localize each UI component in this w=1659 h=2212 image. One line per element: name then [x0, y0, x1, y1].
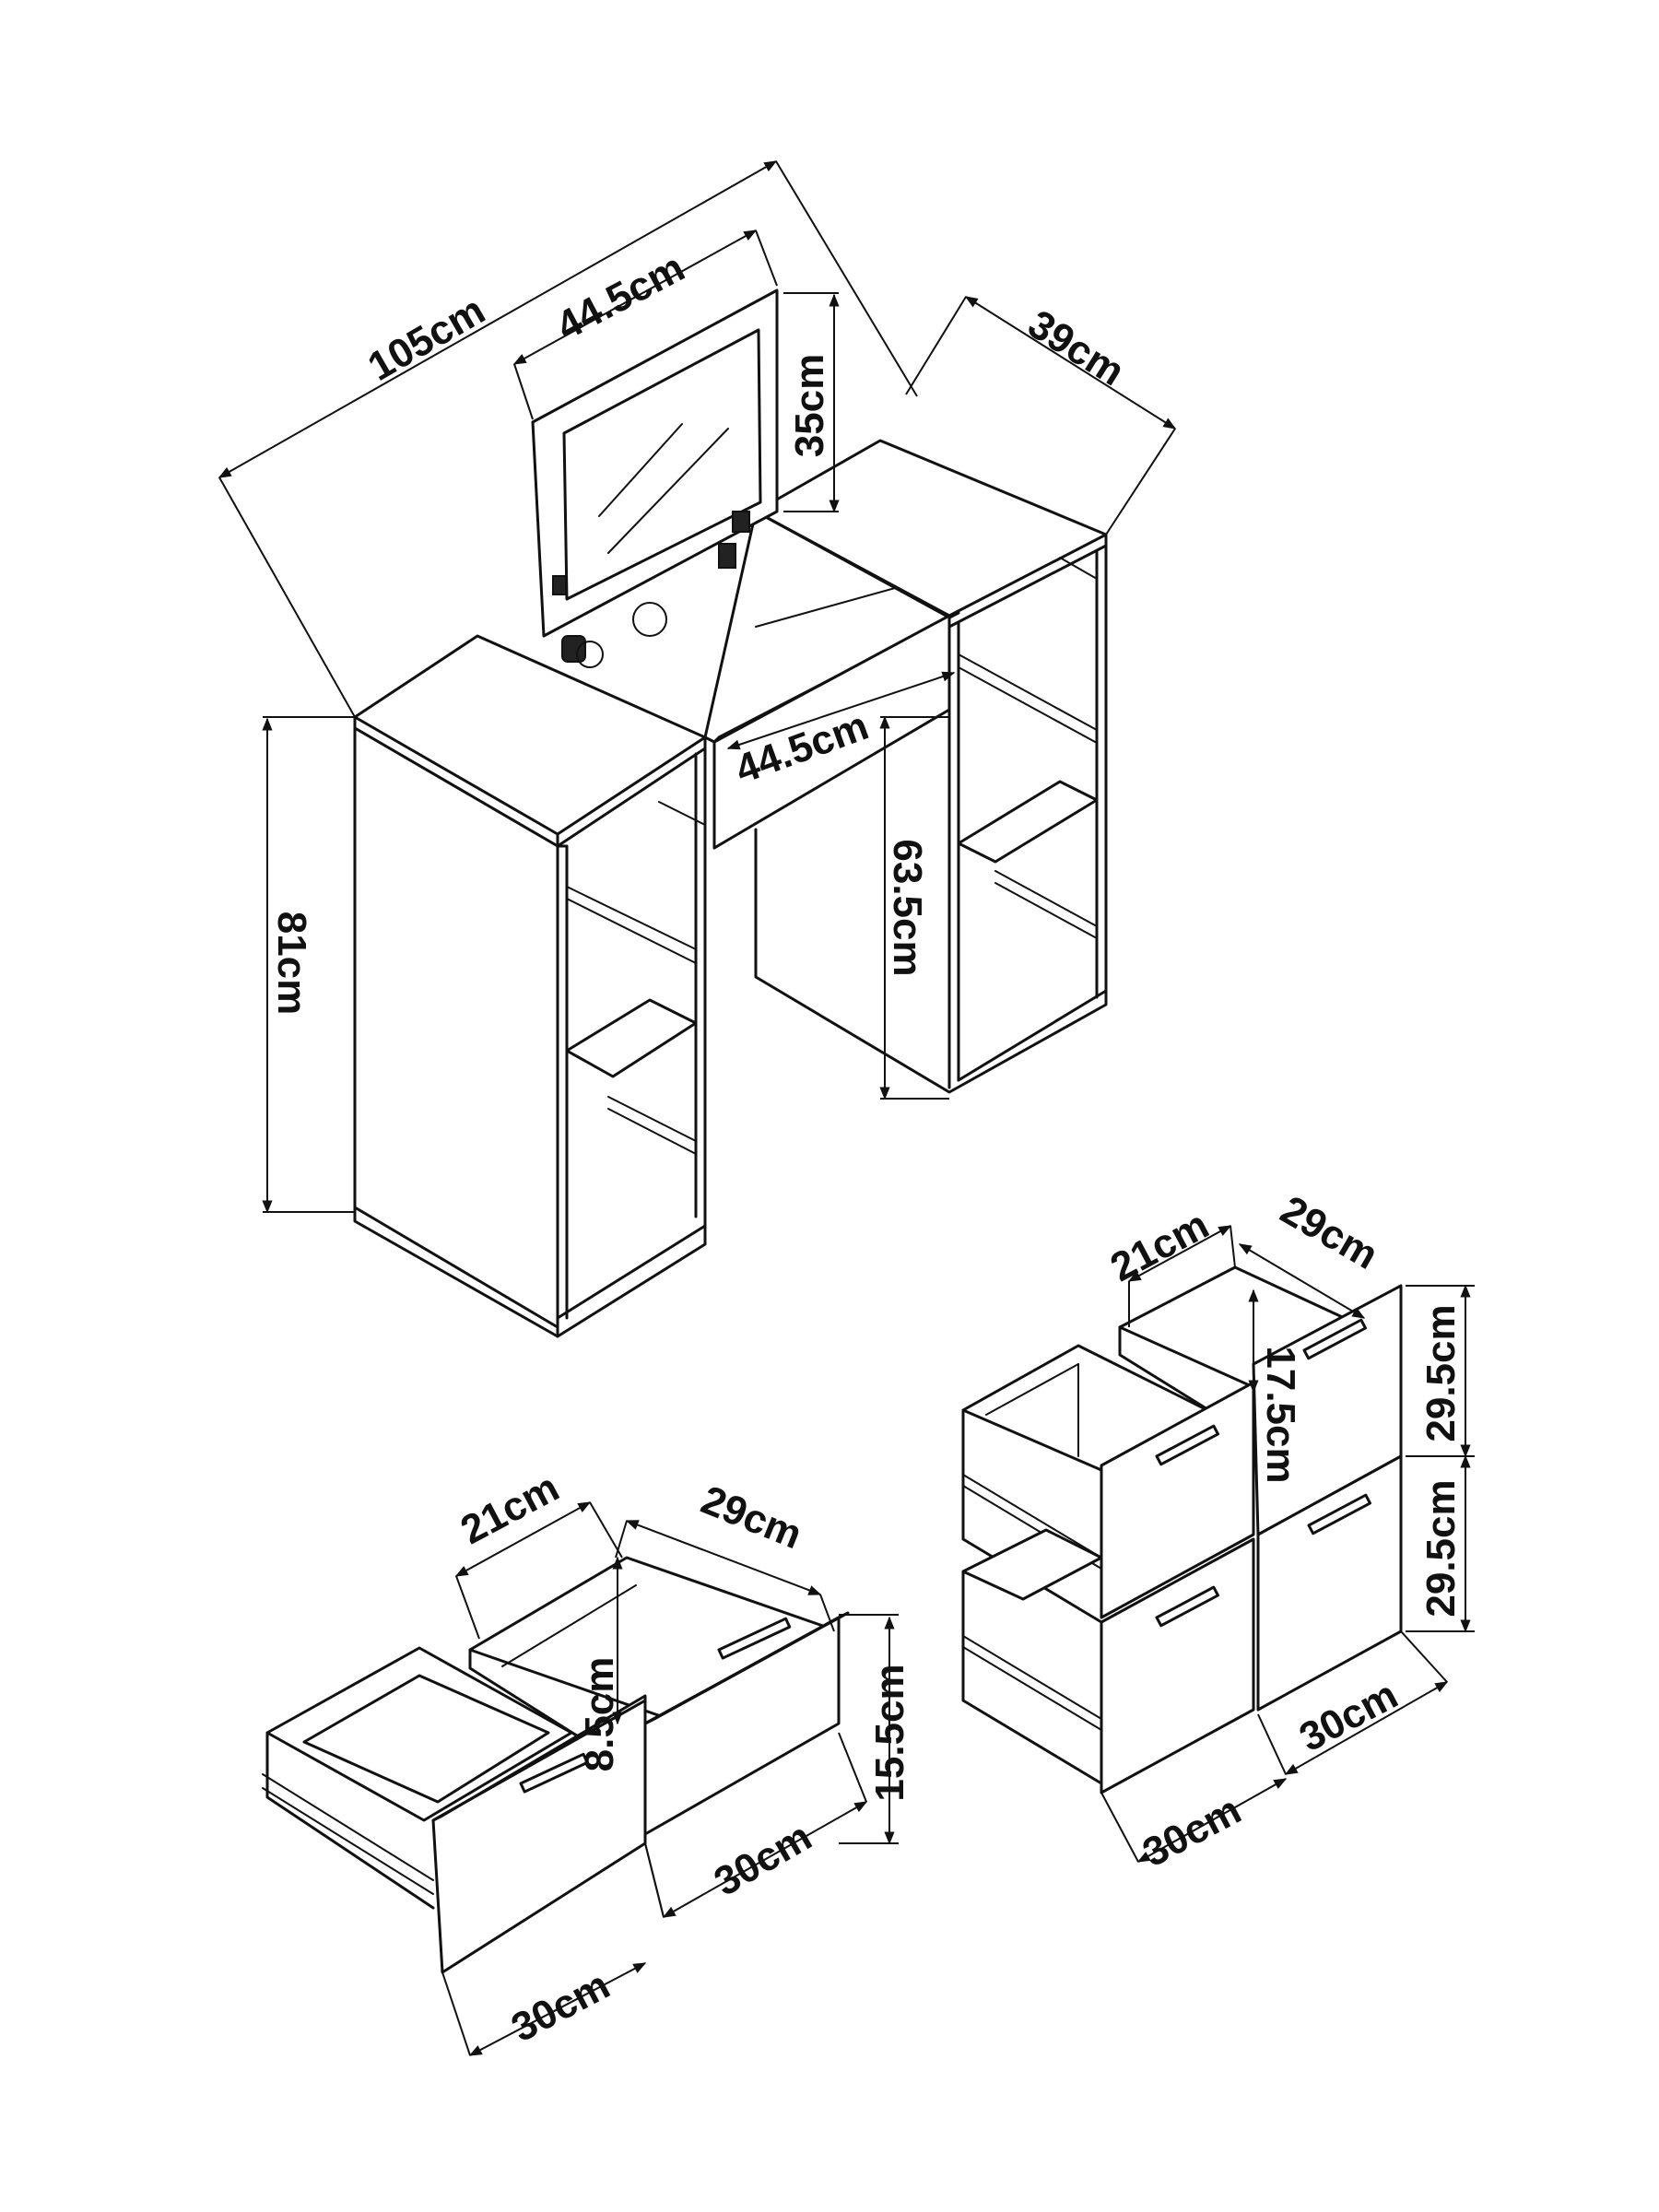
label-knee-height: 63.5cm [885, 839, 930, 976]
label-large-front-width-b: 30cm [1292, 1672, 1405, 1760]
label-total-width: 105cm [360, 288, 492, 390]
label-small-front-height: 15.5cm [867, 1664, 912, 1801]
label-small-inner-depth: 21cm [453, 1465, 566, 1553]
small-drawer-dimensions [441, 1501, 899, 2056]
mirror-hinges [552, 511, 750, 668]
large-drawers: 21cm 29cm 17.5cm 29.5cm 29.5cm 30cm 30cm [961, 1187, 1475, 1876]
label-depth: 39cm [1020, 301, 1132, 394]
right-runners [958, 557, 1098, 939]
label-large-front-height-bottom: 29.5cm [1418, 1479, 1464, 1617]
small-drawers: 21cm 29cm 8.5cm 15.5cm 30cm 30cm [262, 1465, 912, 2056]
label-large-inner-height: 17.5cm [1258, 1346, 1303, 1483]
label-small-inner-width: 29cm [695, 1477, 808, 1559]
large-drawer-top-front-front [1100, 1381, 1255, 1619]
vanity-table: 105cm 44.5cm 35cm 39cm 44.5cm 81cm 63.5c… [218, 160, 1177, 1338]
label-small-front-width-b: 30cm [707, 1814, 819, 1905]
label-large-inner-depth: 21cm [1103, 1202, 1216, 1290]
large-drawer-bottom-front-box [961, 1528, 1103, 1601]
label-mirror-width: 44.5cm [549, 245, 692, 349]
left-runners [566, 801, 706, 1155]
label-large-front-height-top: 29.5cm [1418, 1304, 1464, 1441]
vanity-dimensions [218, 160, 1177, 1214]
label-mirror-height: 35cm [787, 354, 832, 458]
left-shelf [565, 998, 698, 1078]
label-small-front-width-a: 30cm [504, 1962, 617, 2051]
right-shelf [957, 780, 1099, 864]
label-large-front-width-a: 30cm [1135, 1787, 1248, 1876]
large-drawer-dimensions [1100, 1225, 1475, 1863]
large-drawer-bottom-front-front [1100, 1537, 1255, 1794]
label-large-inner-width: 29cm [1273, 1187, 1385, 1278]
label-small-inner-height: 8.5cm [577, 1657, 622, 1772]
label-total-height: 81cm [269, 912, 314, 1016]
